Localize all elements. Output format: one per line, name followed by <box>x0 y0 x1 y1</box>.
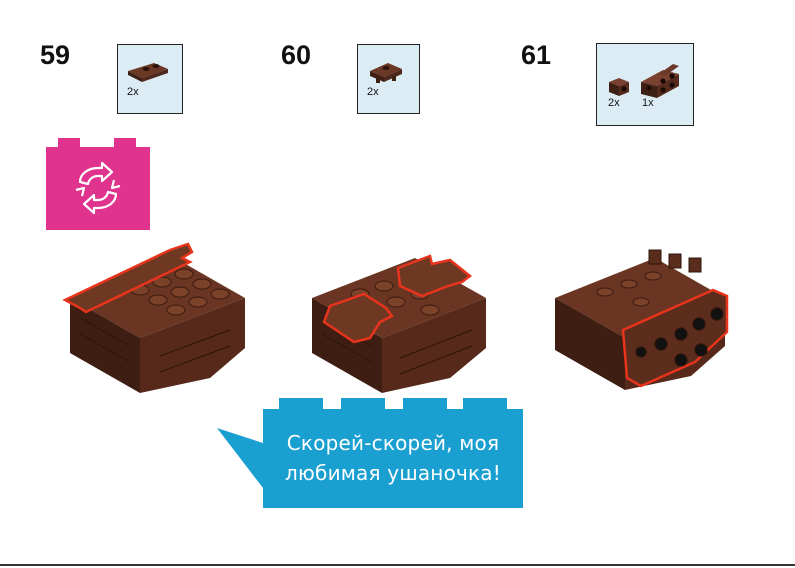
parts-callout-60: 2x <box>357 44 420 114</box>
parts-callout-61: 2x 1x <box>596 43 694 126</box>
parts-callout-59: 2x <box>117 44 183 114</box>
part-quantity: 1x <box>642 97 654 109</box>
model-step-61 <box>545 240 745 395</box>
part-quantity: 2x <box>127 86 139 98</box>
rotate-model-indicator <box>46 138 150 230</box>
brown-plate-with-clip-icon <box>118 45 184 115</box>
step-number-60: 60 <box>281 40 311 71</box>
brown-plate-with-clips-icon <box>358 45 421 115</box>
part-quantity: 2x <box>608 97 620 109</box>
speech-bubble-text: Скорей-скорей, моя любимая ушаночка! <box>263 428 523 488</box>
page-bottom-rule <box>0 564 795 566</box>
speech-line-1: Скорей-скорей, моя <box>263 428 523 458</box>
part-quantity: 2x <box>367 86 379 98</box>
step-number-59: 59 <box>40 40 70 71</box>
model-step-60 <box>300 238 492 393</box>
step-number-61: 61 <box>521 40 551 71</box>
speech-line-2: любимая ушаночка! <box>263 458 523 488</box>
brown-bracket-2x2-icon <box>597 44 695 127</box>
model-step-59 <box>60 238 252 393</box>
